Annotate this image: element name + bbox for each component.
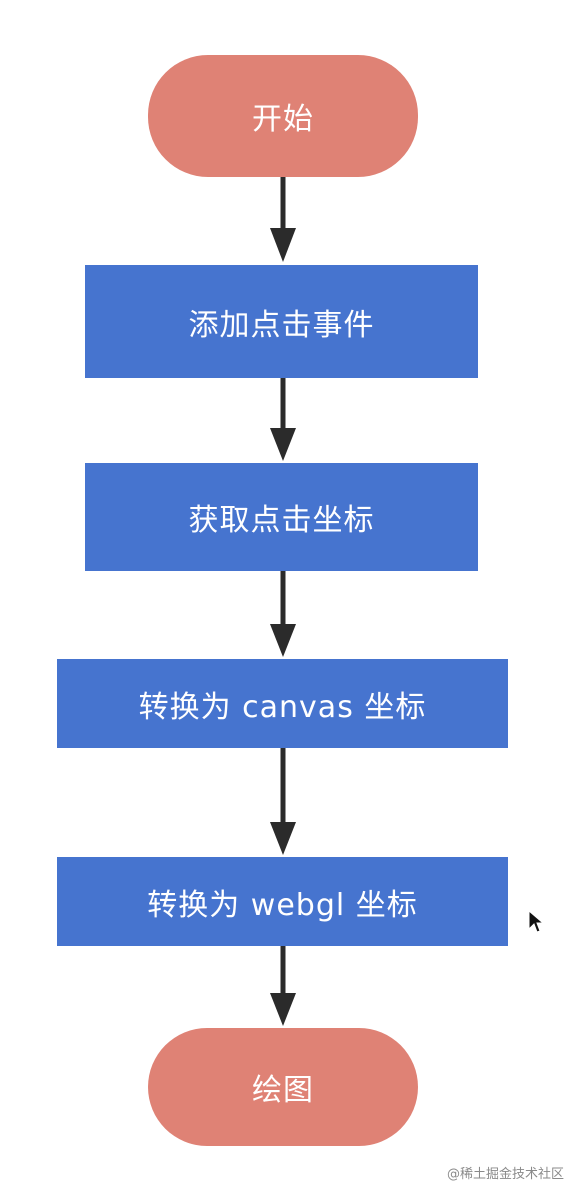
step-3-label: 转换为 canvas 坐标: [138, 689, 427, 725]
step-2-label: 获取点击坐标: [188, 503, 375, 538]
process-step-add-click-event: 添加点击事件: [85, 265, 478, 378]
watermark: @稀土掘金技术社区: [446, 1167, 564, 1182]
mouse-pointer-icon: [528, 910, 544, 933]
arrow-step-4-to-end: [270, 946, 296, 1026]
start-node: 开始: [148, 55, 418, 177]
arrow-step-1-to-step-2: [270, 378, 296, 461]
end-node: 绘图: [148, 1028, 418, 1146]
step-4-label: 转换为 webgl 坐标: [147, 887, 418, 923]
start-node-label: 开始: [252, 102, 314, 137]
process-step-get-click-coords: 获取点击坐标: [85, 463, 478, 571]
end-node-label: 绘图: [252, 1073, 314, 1108]
process-step-to-webgl-coords: 转换为 webgl 坐标: [57, 857, 508, 946]
step-1-label: 添加点击事件: [188, 307, 375, 343]
process-step-to-canvas-coords: 转换为 canvas 坐标: [57, 659, 508, 748]
arrow-step-2-to-step-3: [270, 571, 296, 657]
arrow-step-3-to-step-4: [270, 748, 296, 855]
arrow-start-to-step-1: [270, 177, 296, 262]
